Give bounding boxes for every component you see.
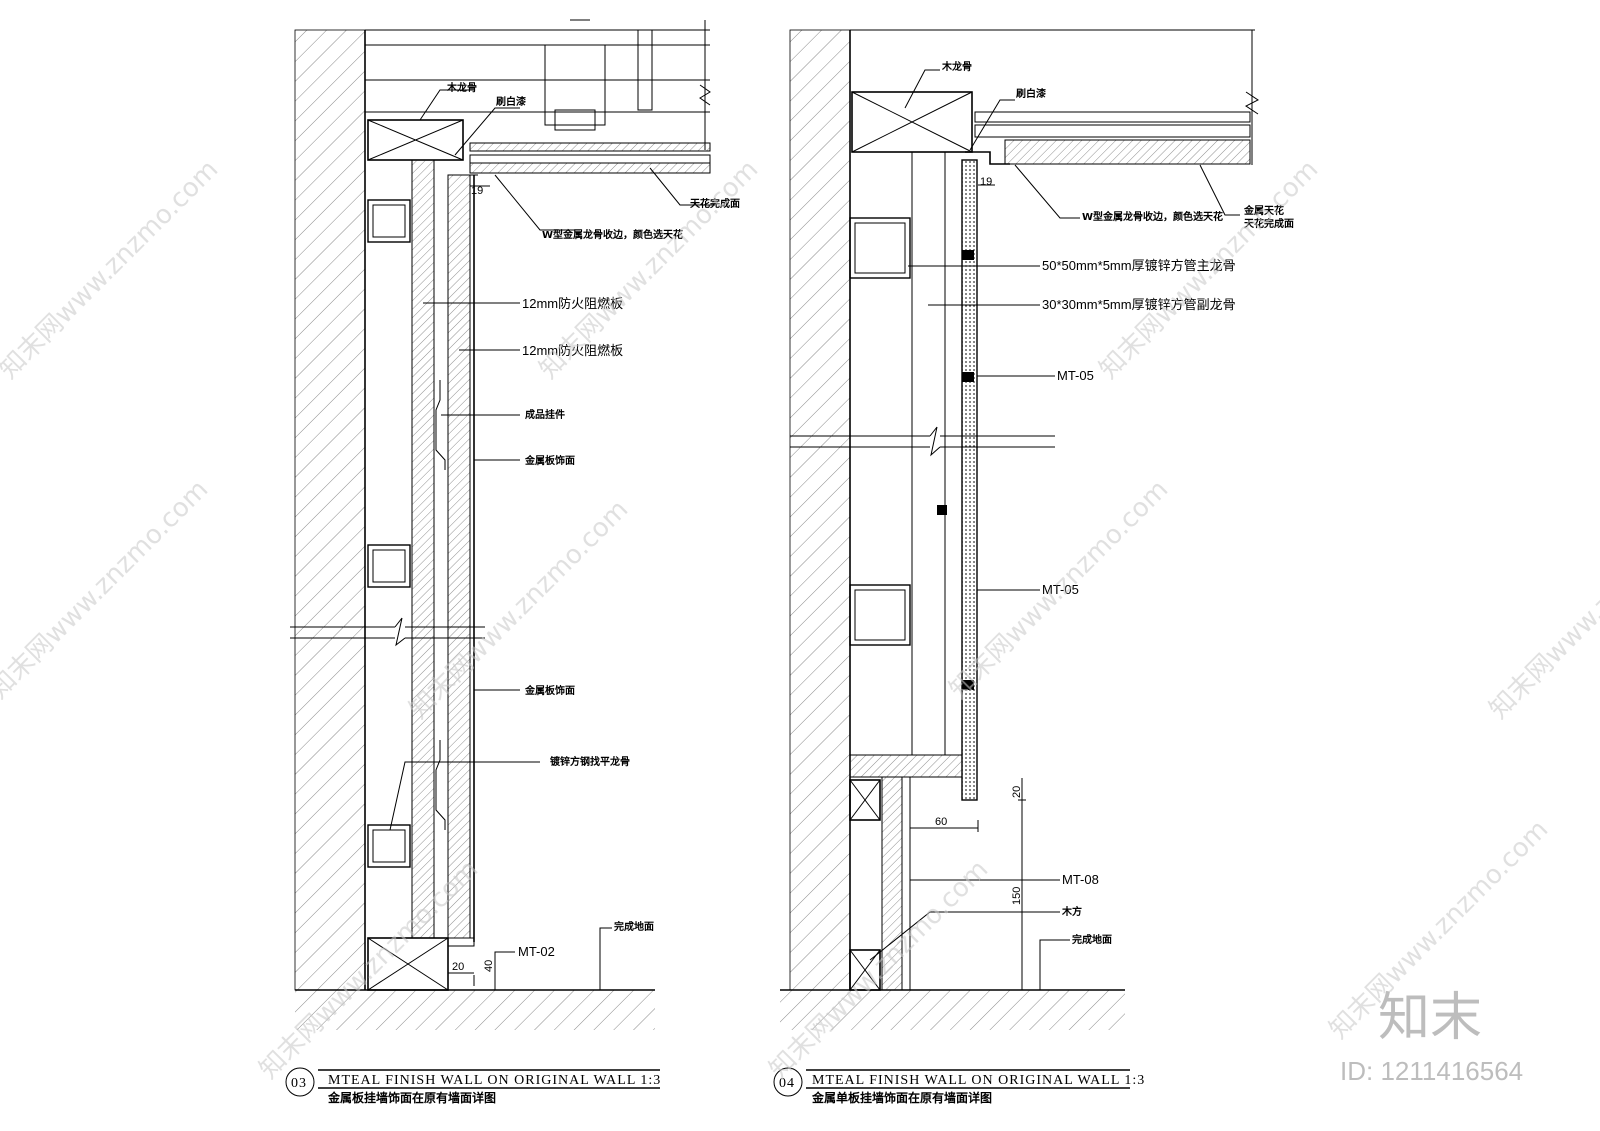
dim-19-left: 19 <box>471 185 483 197</box>
label-main-keel: 50*50mm*5mm厚镀锌方管主龙骨 <box>1042 258 1236 273</box>
label-wood-keel: 木龙骨 <box>446 81 477 94</box>
label-hanger: 成品挂件 <box>525 408 565 421</box>
fireboard-layer-1 <box>411 159 435 939</box>
title-cn-03: 金属板挂墙饰面在原有墙面详图 <box>327 1090 496 1105</box>
ceiling-structure-right <box>850 29 1259 165</box>
ceiling-structure <box>365 19 711 174</box>
label-mt02: MT-02 <box>518 944 555 959</box>
label-mt08: MT-08 <box>1062 872 1099 887</box>
detail-03: 19 20 40 木龙骨 刷白漆 天花完成面 W型金属龙骨收边，颜色选天花 12… <box>285 19 740 1105</box>
steel-tube-2 <box>367 544 411 588</box>
dim-60-right: 60 <box>935 816 947 828</box>
label-wood-keel-right: 木龙骨 <box>941 60 972 73</box>
bottom-wood-block <box>367 937 475 991</box>
label-w-keel: W型金属龙骨收边，颜色选天花 <box>542 228 683 241</box>
base-structure-right <box>849 754 963 991</box>
label-ceiling-finish: 天花完成面 <box>690 197 740 210</box>
label-sub-keel: 30*30mm*5mm厚镀锌方管副龙骨 <box>1042 297 1236 312</box>
title-block-03: 03 MTEAL FINISH WALL ON ORIGINAL WALL 1:… <box>285 1067 661 1105</box>
fireboard-layer-2 <box>447 174 471 939</box>
hanger-2 <box>435 740 446 830</box>
label-w-keel-right: W型金属龙骨收边，颜色选天花 <box>1082 210 1223 223</box>
detail-number-03: 03 <box>291 1076 307 1091</box>
steel-tube-1 <box>367 199 411 243</box>
watermark-8: 知末网www.znzmo.com <box>254 854 485 1085</box>
watermark-1: 知末网www.znzmo.com <box>0 154 224 385</box>
label-fireboard-1: 12mm防火阻燃板 <box>522 296 623 311</box>
break-line-right <box>790 426 1055 457</box>
label-finish-floor-right: 完成地面 <box>1072 933 1112 946</box>
label-steel-keel: 镀锌方钢找平龙骨 <box>550 755 630 768</box>
original-wall-hatch-right <box>789 29 851 991</box>
label-metal-face-2: 金属板饰面 <box>524 684 575 697</box>
detail-number-04: 04 <box>779 1076 795 1091</box>
floor-hatch <box>295 990 655 1030</box>
dim-20-right: 20 <box>1011 786 1023 798</box>
watermark-2: 知末网www.znzmo.com <box>534 154 765 385</box>
watermark-4: 知末网www.znzmo.com <box>0 474 214 705</box>
original-wall-hatch <box>294 29 366 991</box>
main-keel-tube-2 <box>849 584 911 646</box>
label-mt05-1: MT-05 <box>1057 368 1094 383</box>
steel-tube-3 <box>367 824 411 868</box>
label-ceiling-finish-right: 天花完成面 <box>1244 217 1294 230</box>
break-line <box>290 617 485 647</box>
hanger-1 <box>435 380 446 470</box>
dim-20-left: 20 <box>452 961 464 973</box>
brand-logo: 知末 <box>1378 988 1482 1048</box>
wood-keel-box <box>367 119 464 161</box>
dim-19-right: 19 <box>980 176 992 188</box>
image-id: ID: 1211416564 <box>1340 1056 1523 1086</box>
floor-hatch-right <box>780 990 1125 1030</box>
dim-40-left: 40 <box>483 960 495 972</box>
main-keel-tube-1 <box>849 217 911 279</box>
title-block-04: 04 MTEAL FINISH WALL ON ORIGINAL WALL 1:… <box>773 1067 1145 1105</box>
label-brush-paint-right: 刷白漆 <box>1016 87 1046 100</box>
watermark-7: 知末网www.znzmo.com <box>1484 494 1600 725</box>
label-brush-paint: 刷白漆 <box>496 95 526 108</box>
title-en-03: MTEAL FINISH WALL ON ORIGINAL WALL 1:3 <box>328 1073 661 1088</box>
wood-keel-box-right <box>851 91 973 153</box>
title-en-04: MTEAL FINISH WALL ON ORIGINAL WALL 1:3 <box>812 1073 1145 1088</box>
label-metal-ceiling: 金属天花 <box>1243 204 1284 217</box>
title-cn-04: 金属单板挂墙饰面在原有墙面详图 <box>811 1090 992 1105</box>
label-mt05-2: MT-05 <box>1042 582 1079 597</box>
dim-150-right: 150 <box>1011 887 1023 905</box>
bolts <box>937 250 974 690</box>
detail-04: 19 60 20 150 木龙骨 刷白漆 W型金属龙骨收边，颜色选天花 金属天花… <box>773 29 1294 1105</box>
label-wood-block: 木方 <box>1061 905 1082 918</box>
label-finish-floor: 完成地面 <box>614 920 654 933</box>
label-fireboard-2: 12mm防火阻燃板 <box>522 343 623 358</box>
metal-single-panel <box>961 159 978 801</box>
label-metal-face-1: 金属板饰面 <box>524 454 575 467</box>
